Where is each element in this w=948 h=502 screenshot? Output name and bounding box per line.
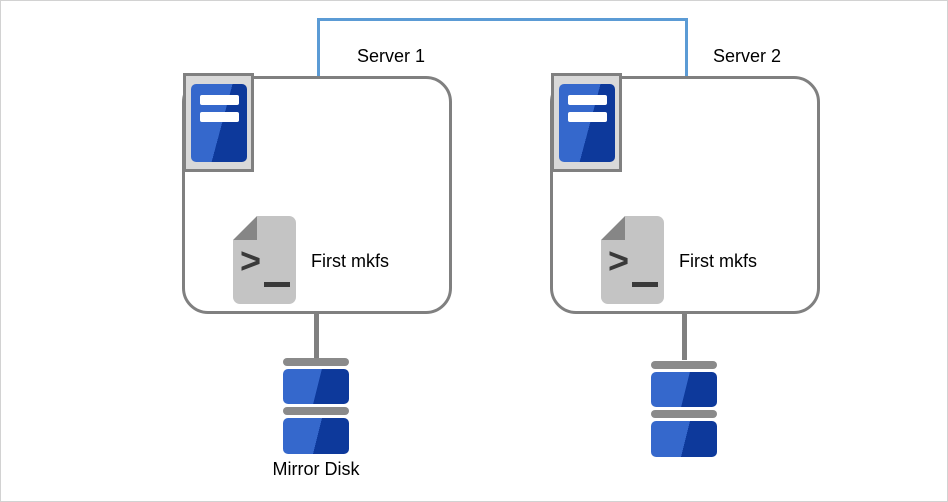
disk-platter [651,421,717,457]
disk-cap-bar [283,358,349,366]
terminal-script-icon: > [233,216,296,304]
disk-platter [283,418,349,454]
server1-label: Server 1 [356,46,426,66]
mirror-disk-icon [283,358,349,454]
cursor-underscore-glyph [264,282,290,287]
disk-cap-bar [283,407,349,415]
server-tower-icon [191,84,247,162]
prompt-glyph: > [240,240,262,281]
server1-badge [183,73,254,172]
tower-slot-bar [200,95,239,105]
disk-cap-bar [651,361,717,369]
server2-command-label: First mkfs [679,251,757,271]
disk-platter [283,369,349,404]
tower-slot-bar [568,112,607,122]
prompt-glyph: > [608,240,630,281]
server-interconnect-line [317,18,688,76]
disk-platter [651,372,717,407]
tower-slot-bar [568,95,607,105]
server-tower-icon [559,84,615,162]
server1-disk-connector [314,313,319,360]
server1-command-label: First mkfs [311,251,389,271]
disk-cap-bar [651,410,717,418]
mirror-disk-icon [651,361,717,457]
server2-badge [551,73,622,172]
tower-slot-bar [200,112,239,122]
server2-label: Server 2 [712,46,782,66]
mirror-disk-label: Mirror Disk [272,459,360,479]
cursor-underscore-glyph [632,282,658,287]
server2-disk-connector [682,313,687,360]
